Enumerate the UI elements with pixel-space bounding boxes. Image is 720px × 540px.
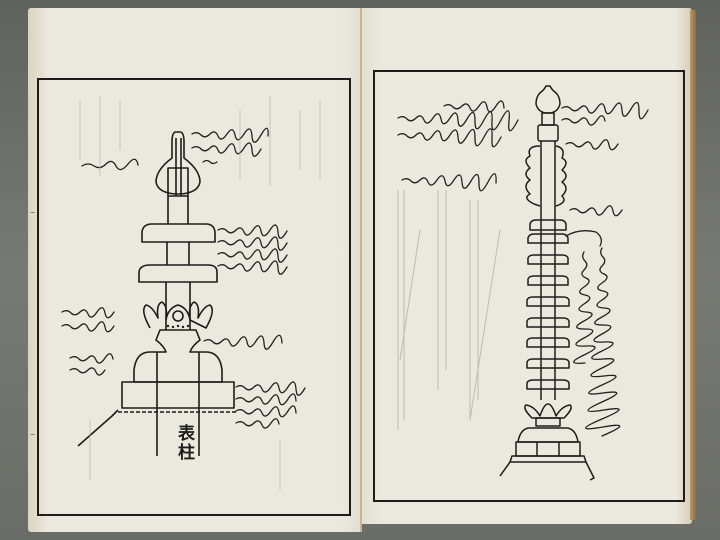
- annotation-scribble-vertical: [573, 251, 596, 364]
- annotation-scribble: [81, 158, 139, 171]
- annotation-scribble: [217, 224, 288, 239]
- margin-tick-mark: ⁻: [30, 432, 36, 443]
- annotation-scribble: [217, 248, 288, 263]
- annotation-scribble: [202, 159, 218, 165]
- flame-ornament: [525, 145, 541, 207]
- ring-disc: [138, 264, 218, 283]
- annotation-scribble: [69, 367, 106, 376]
- page-stack-edge: [690, 10, 696, 520]
- left-page: [28, 8, 362, 532]
- annotation-scribble: [191, 142, 262, 157]
- lotus-petals: [142, 301, 214, 329]
- base-bell: [517, 427, 579, 443]
- annotation-scribble: [235, 381, 306, 396]
- leader-line: [565, 230, 602, 247]
- ring-disc: [141, 223, 216, 243]
- right-page-border-frame: [373, 70, 685, 502]
- base-block: [121, 381, 235, 409]
- left-annotations: [61, 127, 306, 429]
- annotation-scribble: [443, 100, 505, 113]
- annotation-scribble: [235, 418, 280, 429]
- show-through-ink: [397, 190, 501, 430]
- show-through-ink: [79, 96, 321, 490]
- annotation-scribble: [569, 205, 623, 217]
- annotation-scribble: [61, 307, 115, 319]
- margin-tick-mark: ⁻: [30, 210, 36, 221]
- right-annotations: [397, 100, 649, 437]
- annotation-scribble: [397, 110, 519, 132]
- annotation-scribble: [203, 334, 283, 350]
- annotation-scribble: [61, 321, 115, 333]
- annotation-scribble: [561, 115, 606, 126]
- tier-rings: [526, 219, 570, 390]
- annotation-scribble: [235, 393, 297, 406]
- annotation-scribble-vertical: [585, 247, 621, 437]
- annotation-scribble: [565, 139, 619, 151]
- jewel-finial: [155, 131, 201, 195]
- jewel-finial: [535, 85, 561, 114]
- annotation-scribble: [561, 101, 649, 120]
- annotation-scribble: [401, 173, 497, 192]
- lotus-petals: [524, 403, 572, 419]
- flame-ornament: [555, 145, 567, 207]
- right-page: [362, 8, 692, 524]
- annotation-scribble: [191, 127, 269, 143]
- annotation-scribble: [397, 128, 502, 148]
- pillar-label: 表柱: [174, 424, 194, 462]
- annotation-scribble: [235, 405, 297, 418]
- left-page-border-frame: [37, 78, 351, 516]
- annotation-scribble: [69, 353, 114, 364]
- annotation-scribble: [217, 260, 288, 275]
- annotation-scribble: [217, 236, 288, 251]
